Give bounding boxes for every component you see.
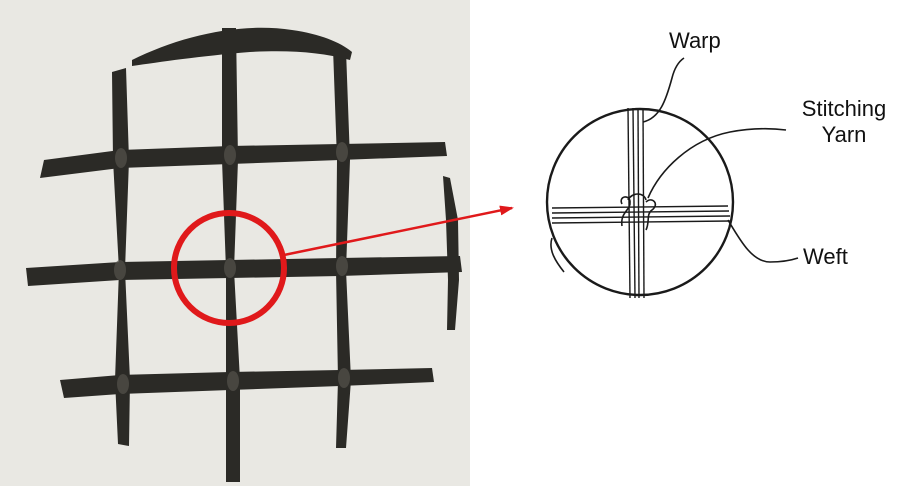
- junction-node: [224, 258, 236, 278]
- stitching-yarn-label-line2: Yarn: [788, 122, 900, 148]
- detail-circle: [547, 109, 733, 295]
- junction-node: [224, 145, 236, 165]
- junction-node: [115, 148, 127, 168]
- junction-node: [117, 374, 129, 394]
- junction-node: [336, 256, 348, 276]
- geogrid-photo: [0, 0, 470, 486]
- detail-weft-strand: [552, 206, 730, 223]
- warp-label: Warp: [669, 28, 721, 54]
- leader-weft: [728, 220, 798, 262]
- leader-stitching: [648, 129, 786, 198]
- junction-node: [227, 371, 239, 391]
- stitching-yarn-label: Stitching Yarn: [788, 96, 900, 148]
- stitching-yarn-label-line1: Stitching: [788, 96, 900, 122]
- weft-label: Weft: [803, 244, 848, 270]
- junction-node: [338, 368, 350, 388]
- junction-node: [336, 142, 348, 162]
- junction-node: [114, 260, 126, 280]
- junction-detail: [547, 58, 798, 298]
